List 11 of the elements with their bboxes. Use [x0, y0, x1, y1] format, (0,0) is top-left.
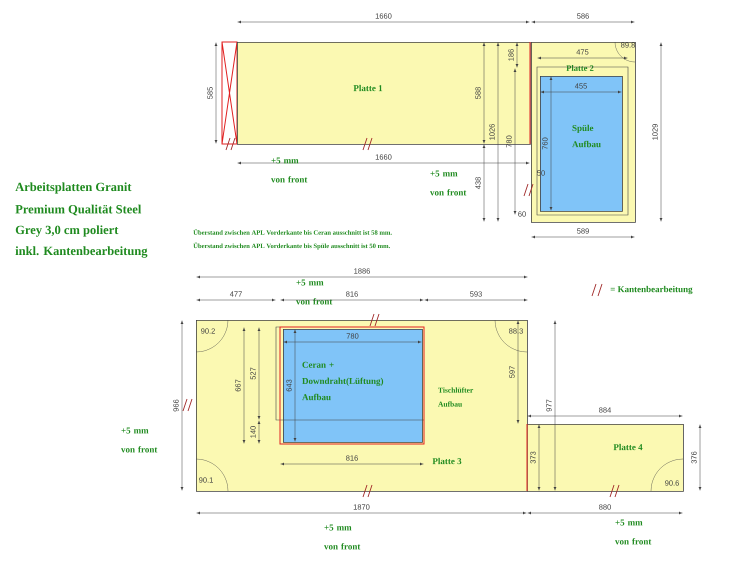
note-text: +5 mm von front: [121, 428, 158, 452]
title-line: Grey 3,0 cm poliert: [16, 225, 118, 237]
note-text: +5 mm von front: [324, 524, 360, 550]
title-line: Premium Qualität Steel: [15, 204, 142, 216]
note-text: +5 mm von front: [296, 280, 332, 304]
title-line: inkl. Kantenbearbeitung: [15, 246, 148, 258]
note-text: +5 mm von front: [430, 170, 466, 196]
legend-text: = Kantenbearbeitung: [610, 286, 692, 294]
note-text: +5 mm von front: [615, 520, 652, 544]
title-line: Arbeitsplatten Granit: [15, 182, 132, 194]
note-text: +5 mm von front: [271, 158, 308, 182]
